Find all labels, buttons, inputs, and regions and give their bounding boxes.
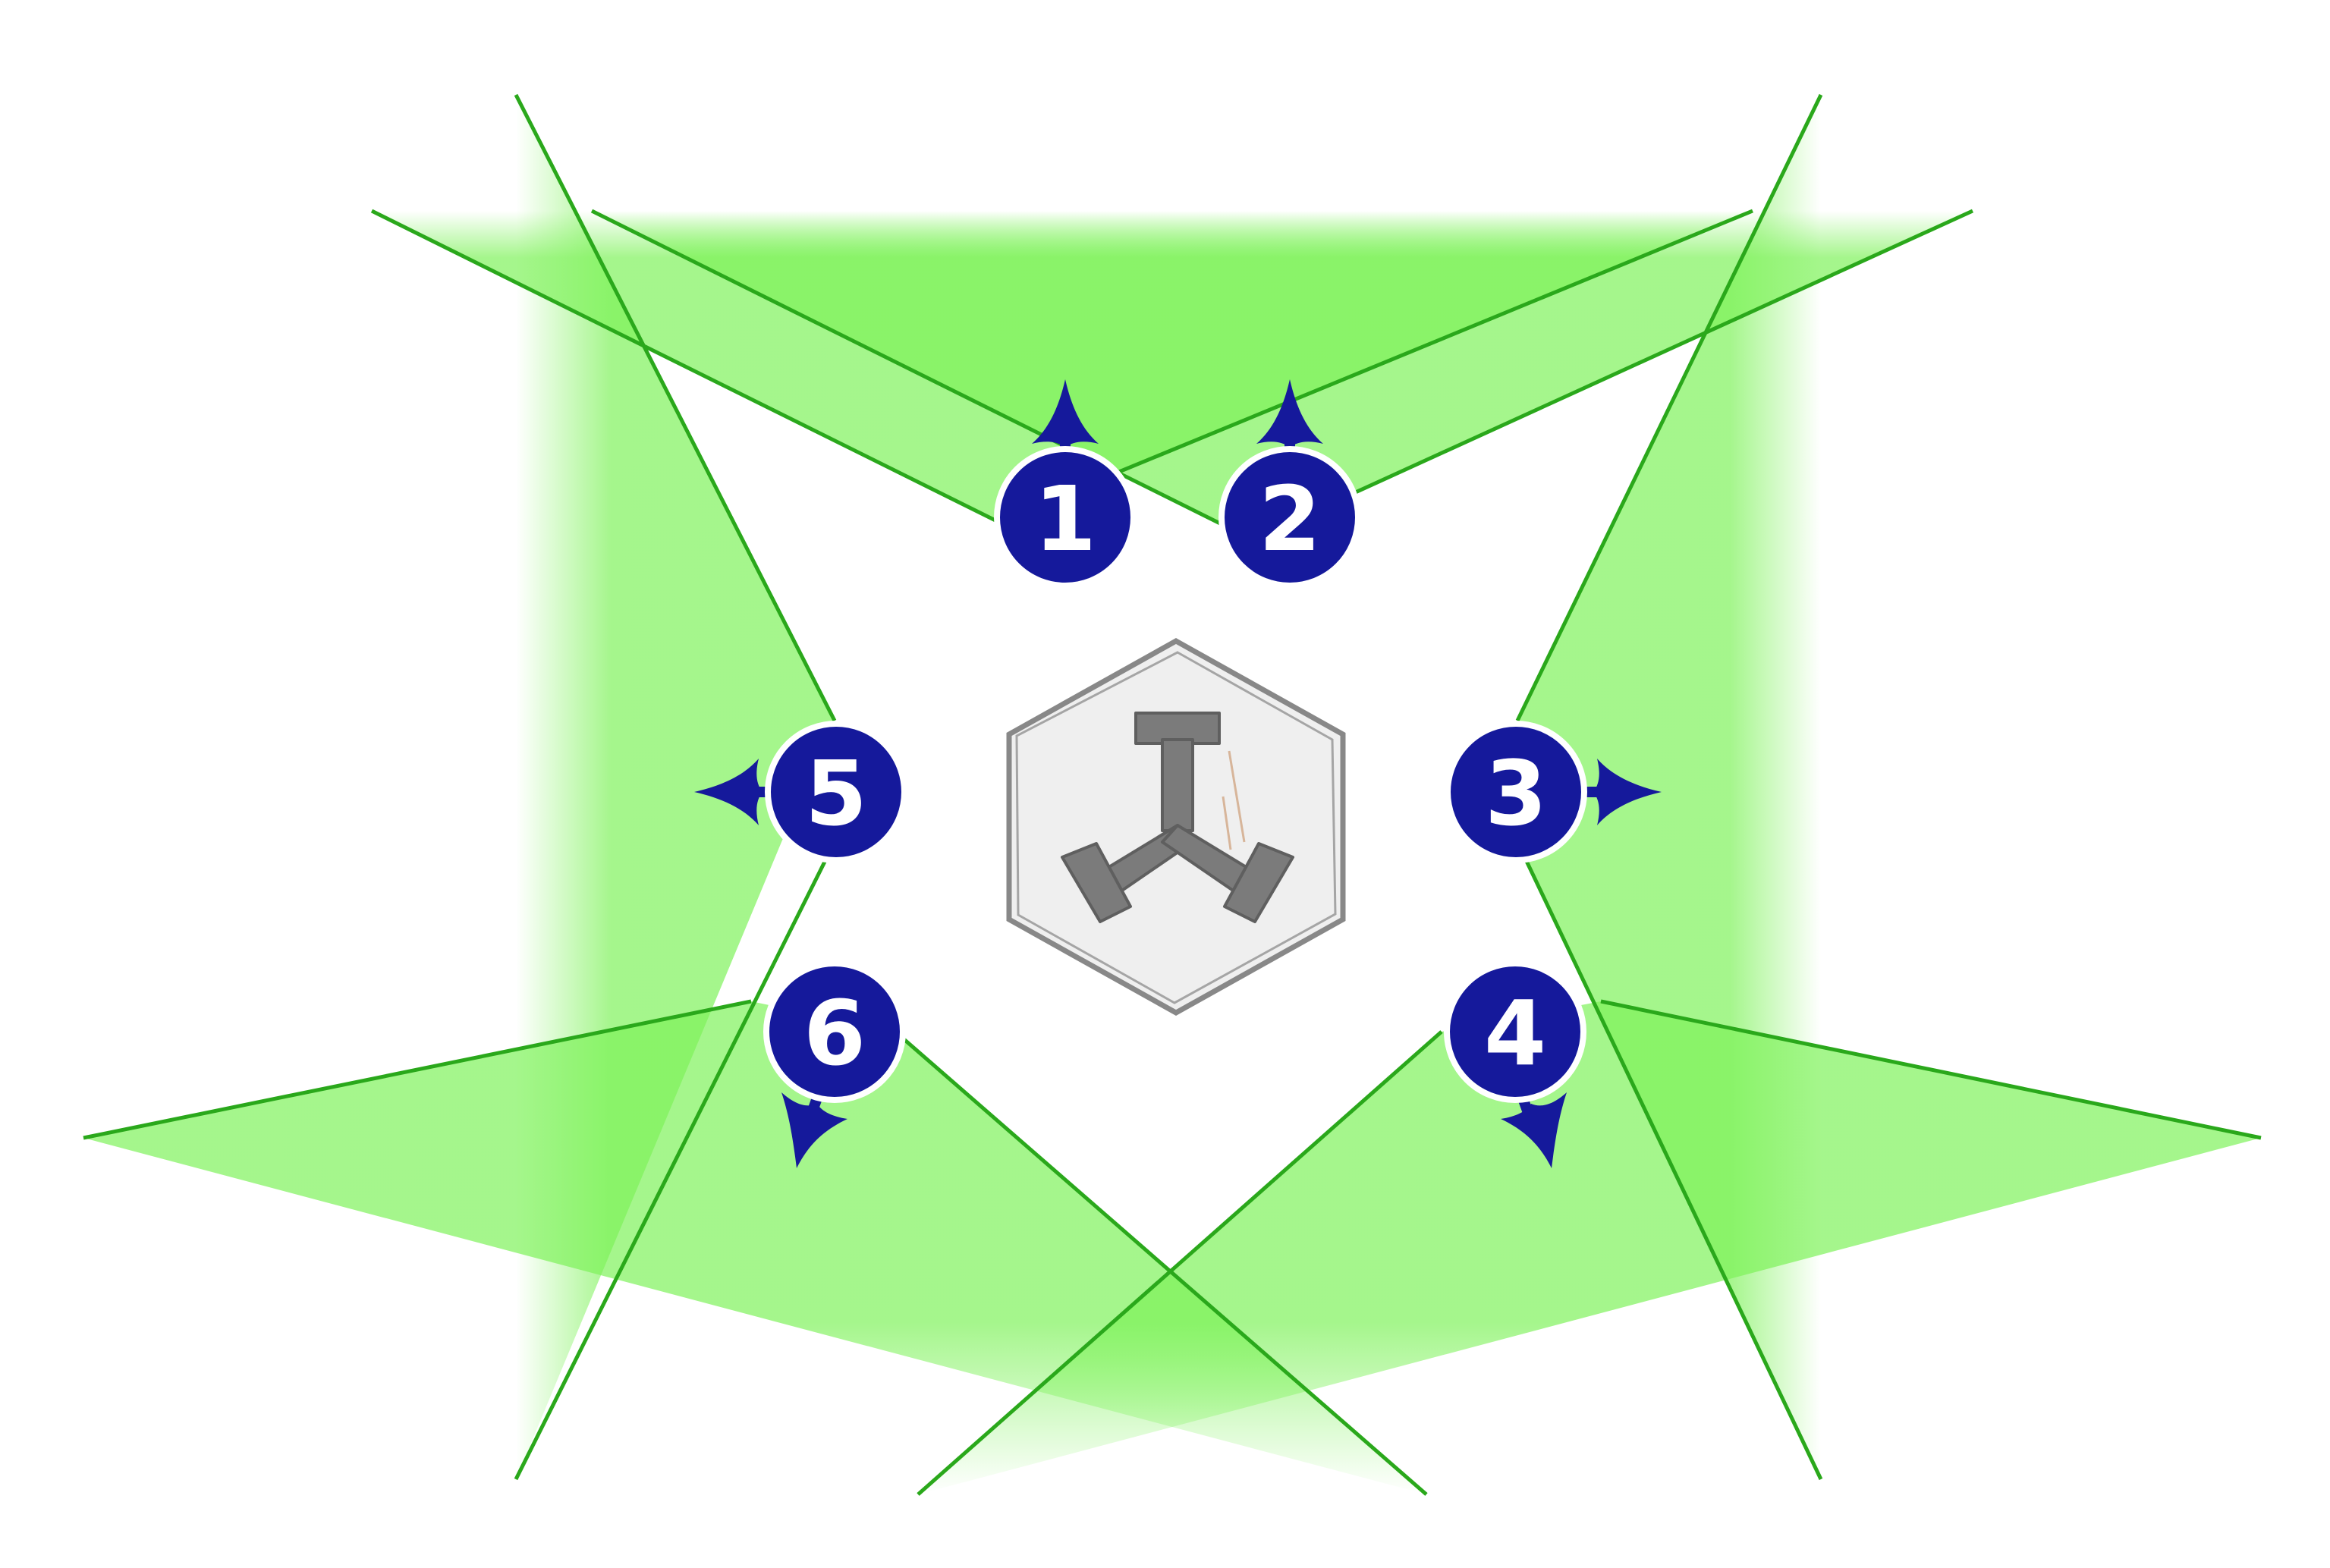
marker-2: 2 xyxy=(1218,446,1361,589)
marker-label: 5 xyxy=(805,741,867,846)
field-2 xyxy=(592,211,1973,523)
marker-label: 6 xyxy=(803,981,866,1086)
field-4 xyxy=(918,1001,2261,1494)
marker-label: 1 xyxy=(1034,467,1096,571)
light-fields xyxy=(83,95,2261,1494)
marker-5: 5 xyxy=(765,721,907,863)
marker-4: 4 xyxy=(1444,960,1586,1103)
tri-arm-hexagon-icon xyxy=(1006,637,1346,1017)
marker-label: 3 xyxy=(1485,741,1547,846)
field-edges xyxy=(83,93,2262,1496)
marker-label: 4 xyxy=(1484,981,1546,1086)
marker-label: 2 xyxy=(1259,467,1321,571)
marker-6: 6 xyxy=(763,960,906,1103)
tri-arm-symbol xyxy=(1061,712,1294,923)
hexagon-sketch-line xyxy=(1015,651,1337,1004)
marker-1: 1 xyxy=(994,446,1137,589)
marker-3: 3 xyxy=(1445,721,1587,863)
